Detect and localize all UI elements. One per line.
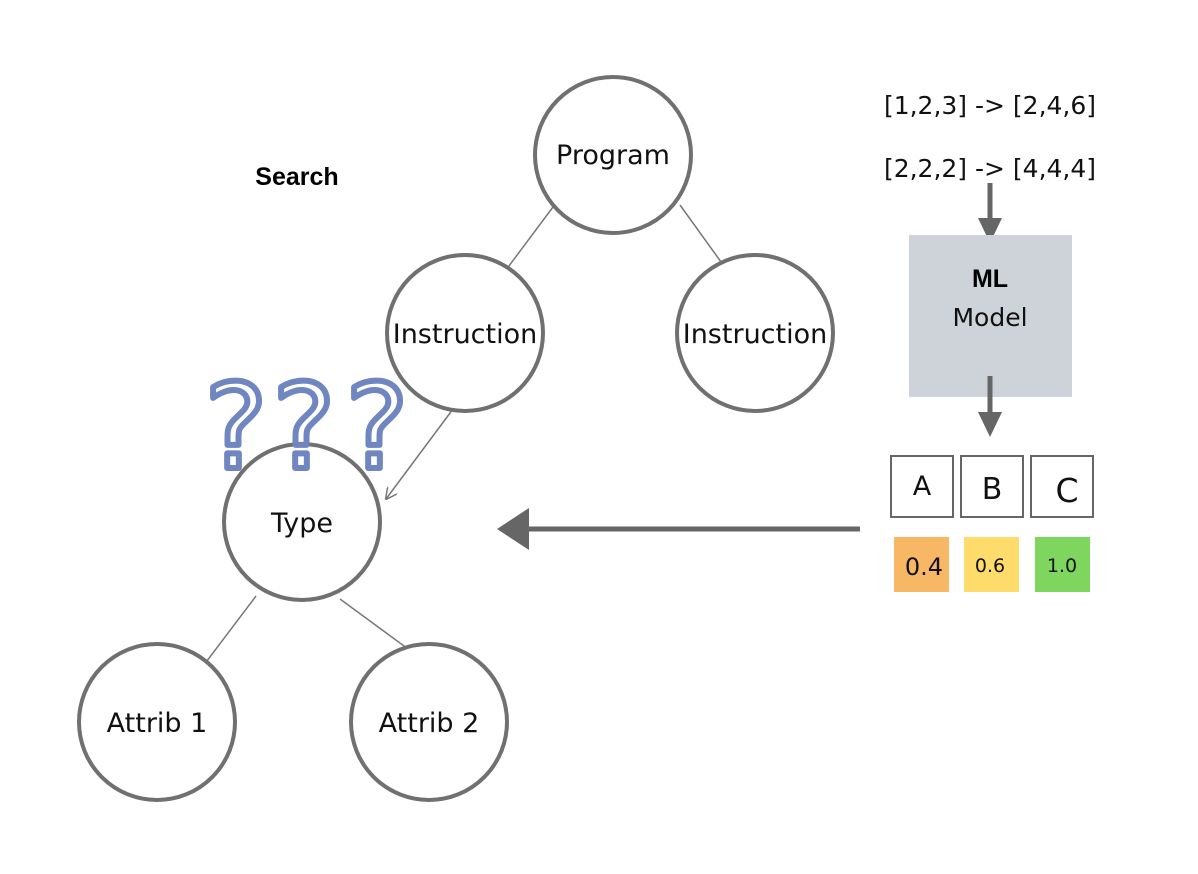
node-instruction-right-label: Instruction bbox=[683, 319, 828, 350]
score-c: 1.0 bbox=[1035, 537, 1090, 592]
node-instruction-left-label: Instruction bbox=[393, 319, 538, 350]
node-program: Program bbox=[533, 75, 693, 235]
choice-c-label: C bbox=[1055, 471, 1078, 510]
question-mark-icon: ? bbox=[205, 358, 268, 496]
choice-c: C bbox=[1030, 455, 1094, 518]
example-2: [2,2,2] -> [4,4,4] bbox=[884, 154, 1096, 183]
choice-a-label: A bbox=[913, 471, 932, 502]
node-instruction-left: Instruction bbox=[385, 253, 545, 413]
ml-model-title: ML bbox=[972, 265, 1008, 293]
choice-a: A bbox=[890, 455, 954, 518]
choice-b-label: B bbox=[982, 472, 1003, 507]
search-label: Search bbox=[255, 163, 338, 191]
arrow-scores-to-type bbox=[497, 508, 860, 550]
choice-b: B bbox=[960, 455, 1024, 518]
question-mark-icon: ? bbox=[346, 358, 409, 496]
arrow-model-to-choices bbox=[978, 376, 1002, 437]
score-b: 0.6 bbox=[964, 537, 1019, 592]
node-program-label: Program bbox=[556, 140, 670, 171]
ml-model-box: ML Model bbox=[909, 235, 1072, 397]
score-c-value: 1.0 bbox=[1047, 555, 1077, 577]
node-instruction-right: Instruction bbox=[675, 253, 835, 413]
node-type-label: Type bbox=[270, 508, 333, 539]
arrow-examples-to-model bbox=[978, 183, 1002, 243]
node-type: Type bbox=[222, 442, 382, 602]
ml-model-subtitle: Model bbox=[952, 303, 1027, 332]
edge-instruction-to-type bbox=[386, 404, 457, 499]
question-marks: ? ? ? bbox=[202, 355, 412, 499]
score-b-value: 0.6 bbox=[975, 555, 1005, 577]
node-attrib-1: Attrib 1 bbox=[77, 642, 237, 802]
node-attrib-2-label: Attrib 2 bbox=[379, 708, 480, 739]
score-a: 0.4 bbox=[894, 537, 949, 592]
score-a-value: 0.4 bbox=[905, 553, 943, 581]
question-mark-icon: ? bbox=[273, 358, 336, 496]
example-1: [1,2,3] -> [2,4,6] bbox=[884, 91, 1096, 120]
node-attrib-2: Attrib 2 bbox=[349, 642, 509, 802]
node-attrib-1-label: Attrib 1 bbox=[107, 708, 208, 739]
